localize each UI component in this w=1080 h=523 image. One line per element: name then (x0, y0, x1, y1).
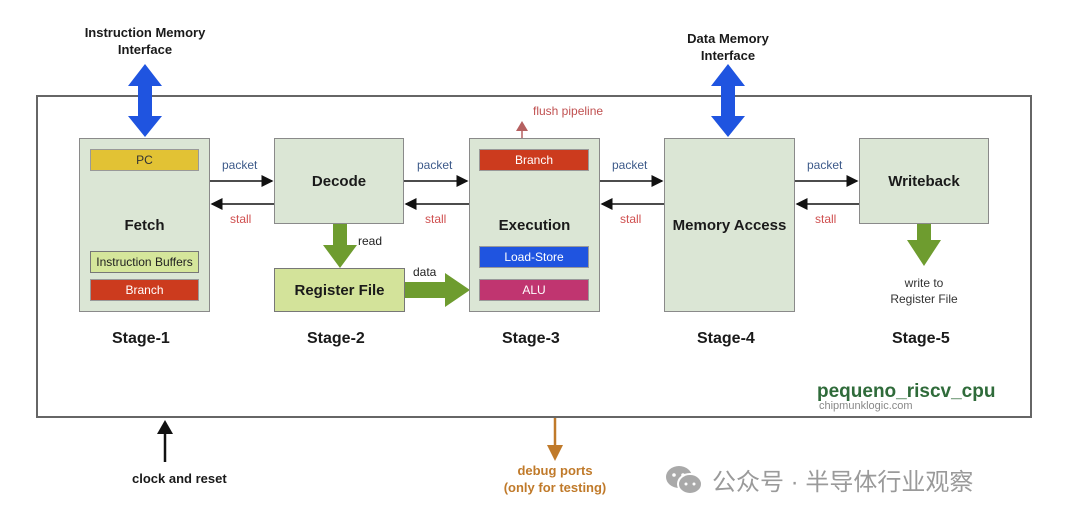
writeback-block[interactable]: Writeback (859, 138, 989, 224)
decode-label: Decode (311, 172, 367, 190)
packet-label-4-5: packet (807, 158, 843, 172)
execution-branch-unit[interactable]: Branch (479, 149, 589, 171)
write-arrow (907, 224, 941, 266)
flush-arrow-head (516, 121, 528, 131)
instruction-buffers[interactable]: Instruction Buffers (90, 251, 199, 273)
read-arrow (323, 224, 357, 268)
packet-label-2-3: packet (417, 158, 453, 172)
write-to-line2: Register File (890, 292, 958, 306)
load-store-unit[interactable]: Load-Store (479, 246, 589, 268)
packet-label-1-2: packet (222, 158, 258, 172)
execution-label: Execution (498, 216, 571, 234)
clock-and-reset-label: clock and reset (132, 471, 227, 486)
stall-label-2-1: stall (230, 212, 252, 226)
register-file-block[interactable]: Register File (274, 268, 405, 312)
module-name: pequeno_riscv_cpu (817, 381, 996, 402)
memory-access-block[interactable]: Memory Access (664, 138, 795, 312)
packet-label-3-4: packet (612, 158, 648, 172)
credit-text: chipmunklogic.com (819, 400, 913, 412)
stage-5-label: Stage-5 (892, 330, 950, 347)
pc-register[interactable]: PC (90, 149, 199, 171)
decode-block[interactable]: Decode (274, 138, 404, 224)
alu-unit[interactable]: ALU (479, 279, 589, 301)
stall-label-3-2: stall (425, 212, 447, 226)
debug-line2: (only for testing) (503, 480, 607, 495)
data-arrow (405, 273, 470, 307)
data-label: data (413, 265, 437, 279)
register-file-label: Register File (294, 281, 385, 299)
debug-ports-label: debug ports (only for testing) (490, 462, 620, 496)
write-to-register-file-label: write to Register File (874, 275, 974, 307)
stage-4-label: Stage-4 (697, 330, 755, 347)
stage-1-label: Stage-1 (112, 330, 170, 347)
memory-access-label: Memory Access (672, 216, 787, 234)
watermark-text: 公众号 · 半导体行业观察 (712, 469, 974, 496)
flush-pipeline-label: flush pipeline (533, 104, 604, 118)
data-memory-interface-label: Data Memory Interface (687, 31, 769, 63)
stage-2-label: Stage-2 (307, 330, 365, 347)
instruction-memory-interface-label: Instruction Memory Interface (84, 25, 206, 57)
clock-reset-arrow-head (157, 420, 173, 434)
fetch-label: Fetch (124, 216, 165, 234)
stall-label-5-4: stall (815, 212, 837, 226)
stage-3-label: Stage-3 (502, 330, 560, 347)
instruction-memory-arrow (128, 64, 162, 137)
writeback-label: Writeback (888, 172, 960, 190)
write-to-line1: write to (904, 276, 944, 290)
read-label: read (358, 234, 383, 248)
data-memory-arrow (711, 64, 745, 137)
cpu-module-boundary (36, 95, 1032, 418)
stall-label-4-3: stall (620, 212, 642, 226)
debug-arrow-head (547, 445, 563, 461)
watermark: 公众号 · 半导体行业观察 (664, 462, 973, 497)
wechat-icon (666, 465, 703, 495)
fetch-branch-unit[interactable]: Branch (90, 279, 199, 301)
debug-line1: debug ports (517, 463, 593, 478)
